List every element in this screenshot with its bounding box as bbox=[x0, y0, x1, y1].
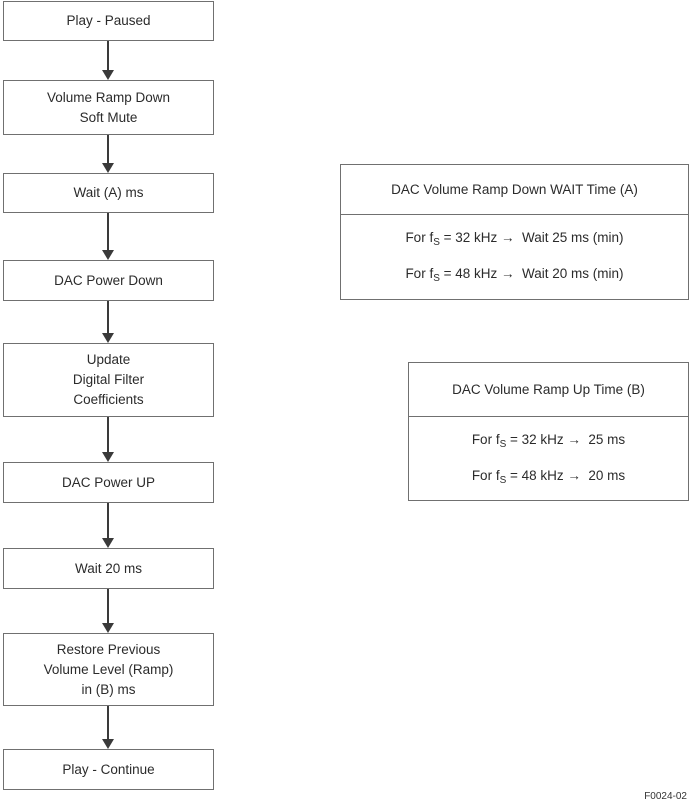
info-box-ramp-up-time: DAC Volume Ramp Up Time (B) For fS = 32 … bbox=[408, 362, 689, 501]
flow-arrow bbox=[102, 135, 115, 173]
flow-step-label: Volume Ramp Down Soft Mute bbox=[46, 89, 171, 125]
flow-step-restore-volume: Restore Previous Volume Level (Ramp) in … bbox=[3, 633, 214, 706]
arrow-head-icon bbox=[102, 739, 114, 749]
info-row-pre: For f bbox=[405, 230, 434, 245]
arrow-head-icon bbox=[102, 538, 114, 548]
flow-step-play-continue: Play - Continue bbox=[3, 749, 214, 790]
info-box-title: DAC Volume Ramp Up Time (B) bbox=[409, 363, 688, 417]
info-row-rest: = 48 kHz → 20 ms bbox=[506, 467, 626, 483]
flow-step-volume-ramp-down: Volume Ramp Down Soft Mute bbox=[3, 80, 214, 135]
arrow-shaft bbox=[107, 706, 109, 740]
flow-step-label: Restore Previous Volume Level (Ramp) in … bbox=[43, 641, 174, 697]
fs-subscript: S bbox=[499, 438, 507, 450]
arrow-shaft bbox=[107, 301, 109, 334]
arrow-head-icon bbox=[102, 163, 114, 173]
arrow-head-icon bbox=[102, 333, 114, 343]
arrow-shaft bbox=[107, 417, 109, 453]
flow-arrow bbox=[102, 213, 115, 260]
flow-step-dac-power-up: DAC Power UP bbox=[3, 462, 214, 503]
info-box-title: DAC Volume Ramp Down WAIT Time (A) bbox=[341, 165, 688, 215]
fs-subscript: S bbox=[499, 474, 507, 486]
info-row: For fS = 32 kHz → 25 ms bbox=[472, 432, 625, 450]
flow-step-label: DAC Power Down bbox=[54, 272, 163, 288]
fs-subscript: S bbox=[433, 273, 440, 284]
info-row-rest: = 32 kHz → 25 ms bbox=[506, 431, 626, 447]
arrow-shaft bbox=[107, 213, 109, 251]
flow-step-update-coefficients: Update Digital Filter Coefficients bbox=[3, 343, 214, 417]
flow-step-label: Wait (A) ms bbox=[73, 185, 144, 200]
arrow-shaft bbox=[107, 135, 109, 164]
flow-step-label: Wait 20 ms bbox=[74, 560, 142, 576]
flow-arrow bbox=[102, 503, 115, 548]
flow-step-label: DAC Power UP bbox=[61, 474, 156, 490]
flow-step-play-paused: Play - Paused bbox=[3, 1, 214, 41]
fs-subscript: S bbox=[433, 237, 440, 248]
figure-number-label: F0024-02 bbox=[644, 791, 687, 802]
info-row-rest: = 32 kHz → Wait 25 ms (min) bbox=[439, 230, 624, 245]
flow-step-wait-a-ms: Wait (A) ms bbox=[3, 173, 214, 213]
flow-arrow bbox=[102, 706, 115, 749]
info-row-pre: For f bbox=[405, 266, 434, 281]
arrow-head-icon bbox=[102, 623, 114, 633]
arrow-shaft bbox=[107, 589, 109, 624]
flow-arrow bbox=[102, 41, 115, 80]
info-row-rest: = 48 kHz → Wait 20 ms (min) bbox=[439, 266, 624, 281]
flow-step-label: Play - Continue bbox=[62, 761, 155, 777]
info-row-pre: For f bbox=[471, 431, 500, 447]
arrow-shaft bbox=[107, 41, 109, 71]
info-row-pre: For f bbox=[471, 467, 500, 483]
info-row: For fS = 48 kHz → 20 ms bbox=[472, 468, 625, 486]
info-box-body: For fS = 32 kHz → Wait 25 ms (min) For f… bbox=[341, 215, 688, 299]
flow-arrow bbox=[102, 589, 115, 633]
info-row: For fS = 32 kHz → Wait 25 ms (min) bbox=[405, 230, 623, 248]
info-box-ramp-down-wait-time: DAC Volume Ramp Down WAIT Time (A) For f… bbox=[340, 164, 689, 300]
info-box-body: For fS = 32 kHz → 25 ms For fS = 48 kHz … bbox=[409, 417, 688, 500]
flow-arrow bbox=[102, 301, 115, 343]
arrow-head-icon bbox=[102, 70, 114, 80]
arrow-shaft bbox=[107, 503, 109, 539]
arrow-head-icon bbox=[102, 452, 114, 462]
info-row: For fS = 48 kHz → Wait 20 ms (min) bbox=[405, 266, 623, 284]
flow-step-dac-power-down: DAC Power Down bbox=[3, 260, 214, 301]
flow-step-label: Play - Paused bbox=[66, 13, 151, 28]
flow-step-label: Update Digital Filter Coefficients bbox=[72, 352, 145, 407]
arrow-head-icon bbox=[102, 250, 114, 260]
flow-step-wait-20-ms: Wait 20 ms bbox=[3, 548, 214, 589]
flow-arrow bbox=[102, 417, 115, 462]
